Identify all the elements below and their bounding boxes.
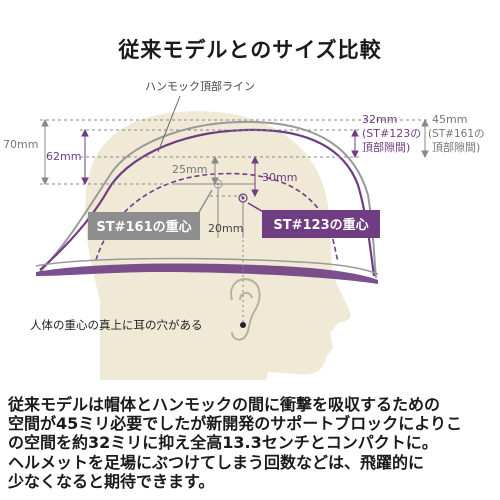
dim-20-arrow [217,187,244,238]
ear-icon [230,278,261,341]
ear-hole-dot [240,322,246,328]
description-line: 空間が45ミリ必要でしたが新開発のサポートブロックによりこ [8,414,462,434]
dim-32-note-1: (ST#123の [362,127,421,140]
cg-161-badge-text: ST#161の重心 [96,219,191,235]
old-model-outline [39,120,377,279]
description-line: 少なくなると期待できます。 [8,471,215,491]
description-line: の空間を約32ミリに抑え全高13.3センチとコンパクトに。 [8,433,438,453]
description: 従来モデルは帽体とハンモックの間に衝撃を吸収するための 空間が45ミリ必要でした… [8,395,498,491]
ear-note: 人体の重心の真上に耳の穴がある [30,318,203,332]
dim-45-note-2: 頂部隙間) [432,140,480,154]
dim-45-arrow [421,118,429,159]
dimension-guides [40,119,430,197]
dim-32-note-2: 頂部隙間) [362,140,410,154]
page-title: 従来モデルとのサイズ比較 [118,38,382,62]
dim-62-arrow [81,128,89,186]
cg-161-badge [88,212,200,240]
dim-45-note-1: (ST#161の [428,128,485,140]
description-line: 従来モデルは帽体とハンモックの間に衝撃を吸収するための [8,395,441,414]
dim-32-arrow [351,128,359,159]
helmet-brim [36,263,378,284]
hammock-leader [157,95,181,153]
dim-45-label: 45mm [432,113,467,126]
head-silhouette [85,111,351,380]
dim-30-arrow [251,155,259,198]
hammock-top-line-label: ハンモック頂部ライン [145,79,255,93]
cg-123-badge [262,210,380,238]
cg-161-leader [197,189,213,215]
dim-32-label: 32mm [362,113,397,126]
helmet-comparison-diagram: 70mm 62mm 32mm (ST#123の 頂部隙間) 45mm (ST#1… [3,79,485,380]
dim-25-label: 25mm [172,163,207,176]
cg-123-badge-text: ST#123の重心 [273,217,368,233]
dim-30-label: 30mm [262,171,297,184]
description-line: ヘルメットを足場にぶつけてしまう回数などは、飛躍的に [8,452,425,472]
dim-25-arrow [211,155,219,186]
helmet-brim-gray [35,257,379,275]
dim-20-label: 20mm [208,222,243,235]
dim-62-label: 62mm [46,150,81,163]
dim-70-arrow [41,118,49,186]
dim-70-label: 70mm [3,138,38,151]
